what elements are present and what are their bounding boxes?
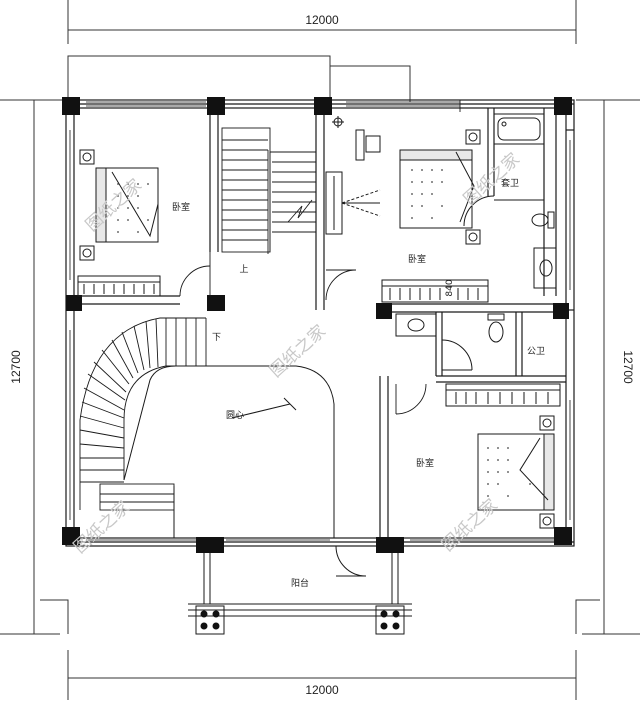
- door-ne-bedroom: [325, 269, 357, 301]
- watermark-5: 图纸之家: [438, 495, 502, 555]
- dimension-left: 12700: [9, 350, 23, 384]
- balcony-pillars: [200, 610, 400, 630]
- bed-se-dots: [487, 447, 531, 497]
- void-opening: [123, 365, 335, 538]
- bed-nw: [79, 149, 159, 261]
- room-label-bedroom-se: 卧室: [416, 457, 434, 469]
- wardrobe-nw: [77, 275, 161, 297]
- watermark-3: 图纸之家: [266, 321, 330, 381]
- windows: [69, 101, 571, 541]
- room-label-bedroom-ne: 卧室: [408, 253, 426, 265]
- public-bath-fixtures: [395, 313, 505, 371]
- stair-up: [221, 127, 316, 254]
- door-nw-bedroom: [179, 252, 211, 297]
- bed-nw-dots: [117, 183, 149, 233]
- closet-dimension: 840: [445, 279, 455, 296]
- stair-up-label: 上: [239, 264, 248, 275]
- door-se-bedroom: [395, 383, 427, 415]
- room-label-ensuite: 套卫: [501, 177, 519, 189]
- stair-down-label: 下: [212, 333, 221, 343]
- dimension-bottom: 12000: [305, 683, 339, 697]
- dimension-right: 12700: [621, 350, 635, 384]
- watermark-1: 图纸之家: [82, 175, 146, 235]
- room-label-bedroom-nw: 卧室: [172, 201, 190, 213]
- wardrobe-ne: [381, 279, 489, 303]
- bed-se: [477, 415, 555, 529]
- columns: [62, 97, 572, 553]
- stair-spiral: [79, 317, 207, 511]
- room-label-public-bath: 公卫: [527, 346, 545, 357]
- bed-ne: [399, 129, 481, 245]
- watermarks: 图纸之家 图纸之家 图纸之家 图纸之家 图纸之家: [70, 149, 524, 557]
- ensuite-fixtures: [463, 113, 557, 289]
- room-label-balcony: 阳台: [291, 577, 309, 589]
- desk-ne: [325, 116, 381, 235]
- wardrobe-se: [445, 383, 561, 407]
- balcony: [188, 545, 412, 635]
- roof-outline: [40, 55, 600, 634]
- void-label: 圆心: [226, 410, 244, 421]
- dimension-top: 12000: [305, 13, 339, 27]
- bed-ne-dots: [411, 169, 443, 219]
